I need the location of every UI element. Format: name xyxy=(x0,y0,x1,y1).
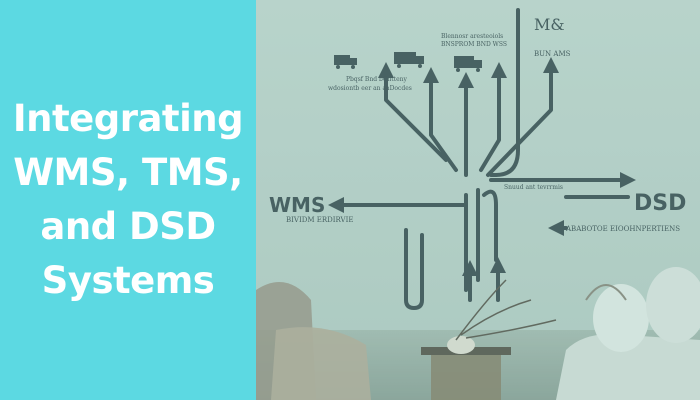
title-line-3: and DSD xyxy=(40,205,216,248)
center-caption: Snuud ant tevrrmis xyxy=(504,184,563,191)
banner-title: Integrating WMS, TMS, and DSD Systems xyxy=(8,92,248,308)
trucks xyxy=(334,52,482,72)
vase xyxy=(447,336,475,354)
top-caption: Blennosr aresteoiols xyxy=(441,33,503,40)
dried-branches xyxy=(455,279,557,341)
arrow-top-right-down xyxy=(489,8,520,177)
dsd-label: DSD xyxy=(634,191,686,216)
top-right-sub-label: BUN AMS xyxy=(534,50,571,58)
mid-caption-2: wdosiontb eer an aaDocdes xyxy=(328,85,412,92)
sofa-right xyxy=(556,334,700,400)
arrow-curve xyxy=(482,189,498,262)
wms-sub-label: BIVIDM ERDIRVIE xyxy=(286,216,353,224)
wicker-basket xyxy=(431,355,501,400)
title-line-2: WMS, TMS, xyxy=(13,151,243,194)
pillow-right-1 xyxy=(593,284,649,352)
top-caption-2: BNSPROM BND WSS xyxy=(441,41,507,48)
truck-icon-1 xyxy=(334,55,357,69)
dsd-sub-label: ABABOTOE EIOOHNPERTIENS xyxy=(565,225,680,233)
arrows xyxy=(328,8,636,310)
top-right-label: M& xyxy=(534,15,565,34)
truck-icon-2 xyxy=(394,52,424,68)
arrow-loop-left xyxy=(404,228,424,310)
armchair-left xyxy=(271,327,371,400)
flow-diagram: WMS BIVIDM ERDIRVIE DSD ABABOTOE EIOOHNP… xyxy=(256,0,700,400)
title-panel: Integrating WMS, TMS, and DSD Systems xyxy=(0,0,256,400)
pillow-right-2 xyxy=(646,267,700,343)
arrow-up-right-2 xyxy=(486,57,559,177)
title-line-4: Systems xyxy=(41,259,215,302)
arrow-up-left-1 xyxy=(378,62,448,162)
wall-photo: WMS BIVIDM ERDIRVIE DSD ABABOTOE EIOOHNP… xyxy=(256,0,700,400)
fur-throw-right xyxy=(585,284,627,301)
title-line-1: Integrating xyxy=(12,97,244,140)
arrow-up-left-2 xyxy=(423,67,458,172)
arrow-up-right-1 xyxy=(479,62,507,172)
diagram-labels: WMS BIVIDM ERDIRVIE DSD ABABOTOE EIOOHNP… xyxy=(269,15,686,233)
truck-icon-3 xyxy=(454,56,482,72)
mid-caption-1: Pbqsf Bnd bCntteny xyxy=(346,76,407,83)
wms-label: WMS xyxy=(269,193,325,217)
furniture xyxy=(256,267,700,400)
